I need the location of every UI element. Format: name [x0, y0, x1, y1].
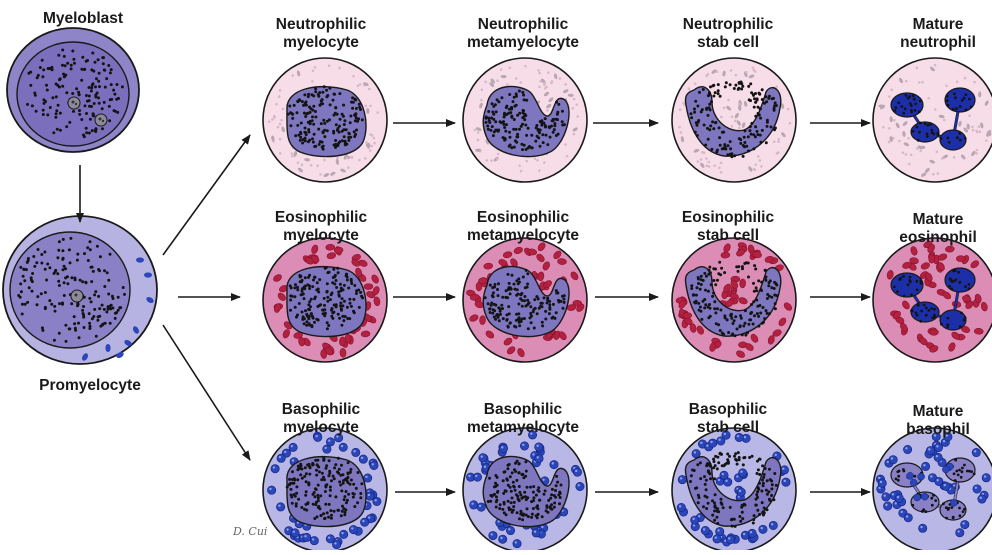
label-neutrophilic-metamyelocyte: Neutrophilic metamyelocyte [467, 16, 579, 52]
label-line2: metamyelocyte [467, 227, 579, 245]
myeloblast-cell [7, 28, 139, 152]
label-basophilic-metamyelocyte: Basophilic metamyelocyte [467, 401, 579, 437]
eosinophilic-myelocyte-cell [263, 238, 387, 362]
label-eosinophilic-myelocyte: Eosinophilic myelocyte [275, 209, 367, 245]
eosinophilic-stab-cell-cell [672, 238, 796, 362]
neutrophilic-mature-cell [873, 58, 992, 182]
label-line1: Eosinophilic [467, 209, 579, 227]
label-line1: Basophilic [282, 401, 360, 419]
label-line1: Eosinophilic [682, 209, 774, 227]
arrow-to-neutrophilic-myelocyte [163, 135, 250, 255]
eosinophilic-myelocyte-cell-nucleus [287, 266, 366, 337]
label-line2: stab cell [683, 34, 773, 52]
label-line2: myelocyte [275, 227, 367, 245]
label-line1: Mature [906, 403, 970, 421]
label-line2: stab cell [682, 227, 774, 245]
neutrophilic-myelocyte-cell [263, 58, 387, 182]
basophilic-myelocyte-cell [263, 428, 387, 550]
neutrophilic-myelocyte-cell-nucleus [287, 85, 366, 156]
basophilic-metamyelocyte-cell [463, 428, 587, 550]
eosinophilic-metamyelocyte-cell [463, 238, 587, 362]
label-eosinophilic-stab-cell: Eosinophilic stab cell [682, 209, 774, 245]
label-neutrophilic-myelocyte: Neutrophilic myelocyte [276, 16, 366, 52]
label-neutrophilic-stab-cell: Neutrophilic stab cell [683, 16, 773, 52]
label-line2: stab cell [689, 419, 767, 437]
label-line2: basophil [906, 421, 970, 439]
label-eosinophilic-metamyelocyte: Eosinophilic metamyelocyte [467, 209, 579, 245]
label-line2: metamyelocyte [467, 34, 579, 52]
label-mature-eosinophil: Mature eosinophil [899, 211, 977, 247]
label-basophilic-stab-cell: Basophilic stab cell [689, 401, 767, 437]
basophilic-stab-cell-cell [672, 428, 796, 550]
label-line2: myelocyte [276, 34, 366, 52]
basophilic-mature-cell [873, 428, 992, 550]
label-line2: eosinophil [899, 229, 977, 247]
label-myeloblast: Myeloblast [43, 10, 123, 28]
neutrophilic-stab-cell-cell [672, 58, 796, 182]
neutrophilic-metamyelocyte-cell [463, 58, 587, 182]
promyelocyte-cell [3, 216, 157, 364]
label-basophilic-myelocyte: Basophilic myelocyte [282, 401, 360, 437]
eosinophilic-mature-cell [873, 238, 992, 362]
label-line1: Neutrophilic [276, 16, 366, 34]
artist-signature: D. Cui [233, 525, 267, 538]
label-line1: Basophilic [467, 401, 579, 419]
label-line1: Neutrophilic [683, 16, 773, 34]
label-line1: Neutrophilic [467, 16, 579, 34]
arrow-to-basophilic-myelocyte [163, 325, 250, 460]
label-myeloblast-line1: Myeloblast [43, 10, 123, 28]
label-line1: Basophilic [689, 401, 767, 419]
basophilic-myelocyte-cell-nucleus [286, 456, 366, 526]
label-line2: neutrophil [900, 34, 976, 52]
label-line2: myelocyte [282, 419, 360, 437]
label-promyelocyte: Promyelocyte [39, 377, 141, 395]
label-promyelocyte-line1: Promyelocyte [39, 377, 141, 395]
label-line1: Mature [900, 16, 976, 34]
label-line2: metamyelocyte [467, 419, 579, 437]
label-line1: Eosinophilic [275, 209, 367, 227]
label-line1: Mature [899, 211, 977, 229]
label-mature-neutrophil: Mature neutrophil [900, 16, 976, 52]
label-mature-basophil: Mature basophil [906, 403, 970, 439]
